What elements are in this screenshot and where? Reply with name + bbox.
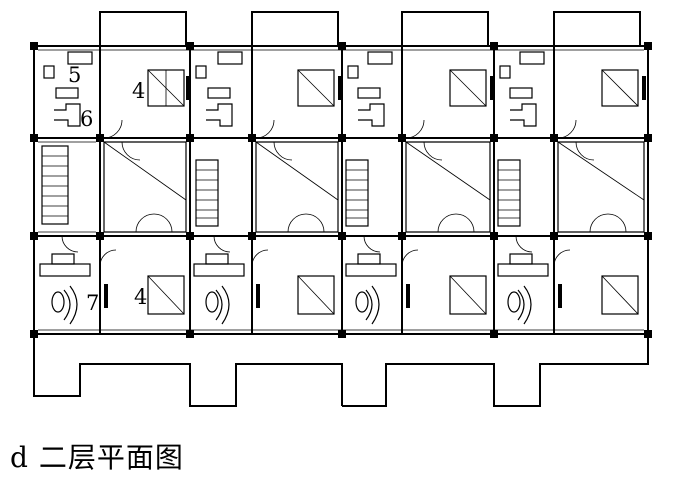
figure-caption: d 二层平面图 (10, 441, 184, 474)
room-label-7: 7 (86, 291, 99, 315)
top-bedroom-furniture (147, 69, 646, 107)
bottom-bedroom-furniture (104, 275, 639, 315)
room-label-6: 6 (80, 107, 93, 131)
top-bays (99, 11, 641, 47)
double-height-voids (103, 141, 645, 233)
door-swings (61, 119, 627, 267)
stairs (41, 145, 521, 227)
structural-columns (30, 42, 652, 338)
bottom-bathroom-fixtures (39, 253, 549, 325)
top-bathroom-fixtures (43, 51, 545, 127)
second-floor-plan-drawing: 5 6 4 4 7 (30, 11, 652, 407)
room-label-5: 5 (68, 63, 81, 87)
room-label-4-lower: 4 (134, 285, 147, 309)
room-labels: 5 6 4 4 7 (68, 63, 147, 315)
bottom-volumes (33, 334, 649, 407)
room-label-4-upper: 4 (132, 79, 145, 103)
